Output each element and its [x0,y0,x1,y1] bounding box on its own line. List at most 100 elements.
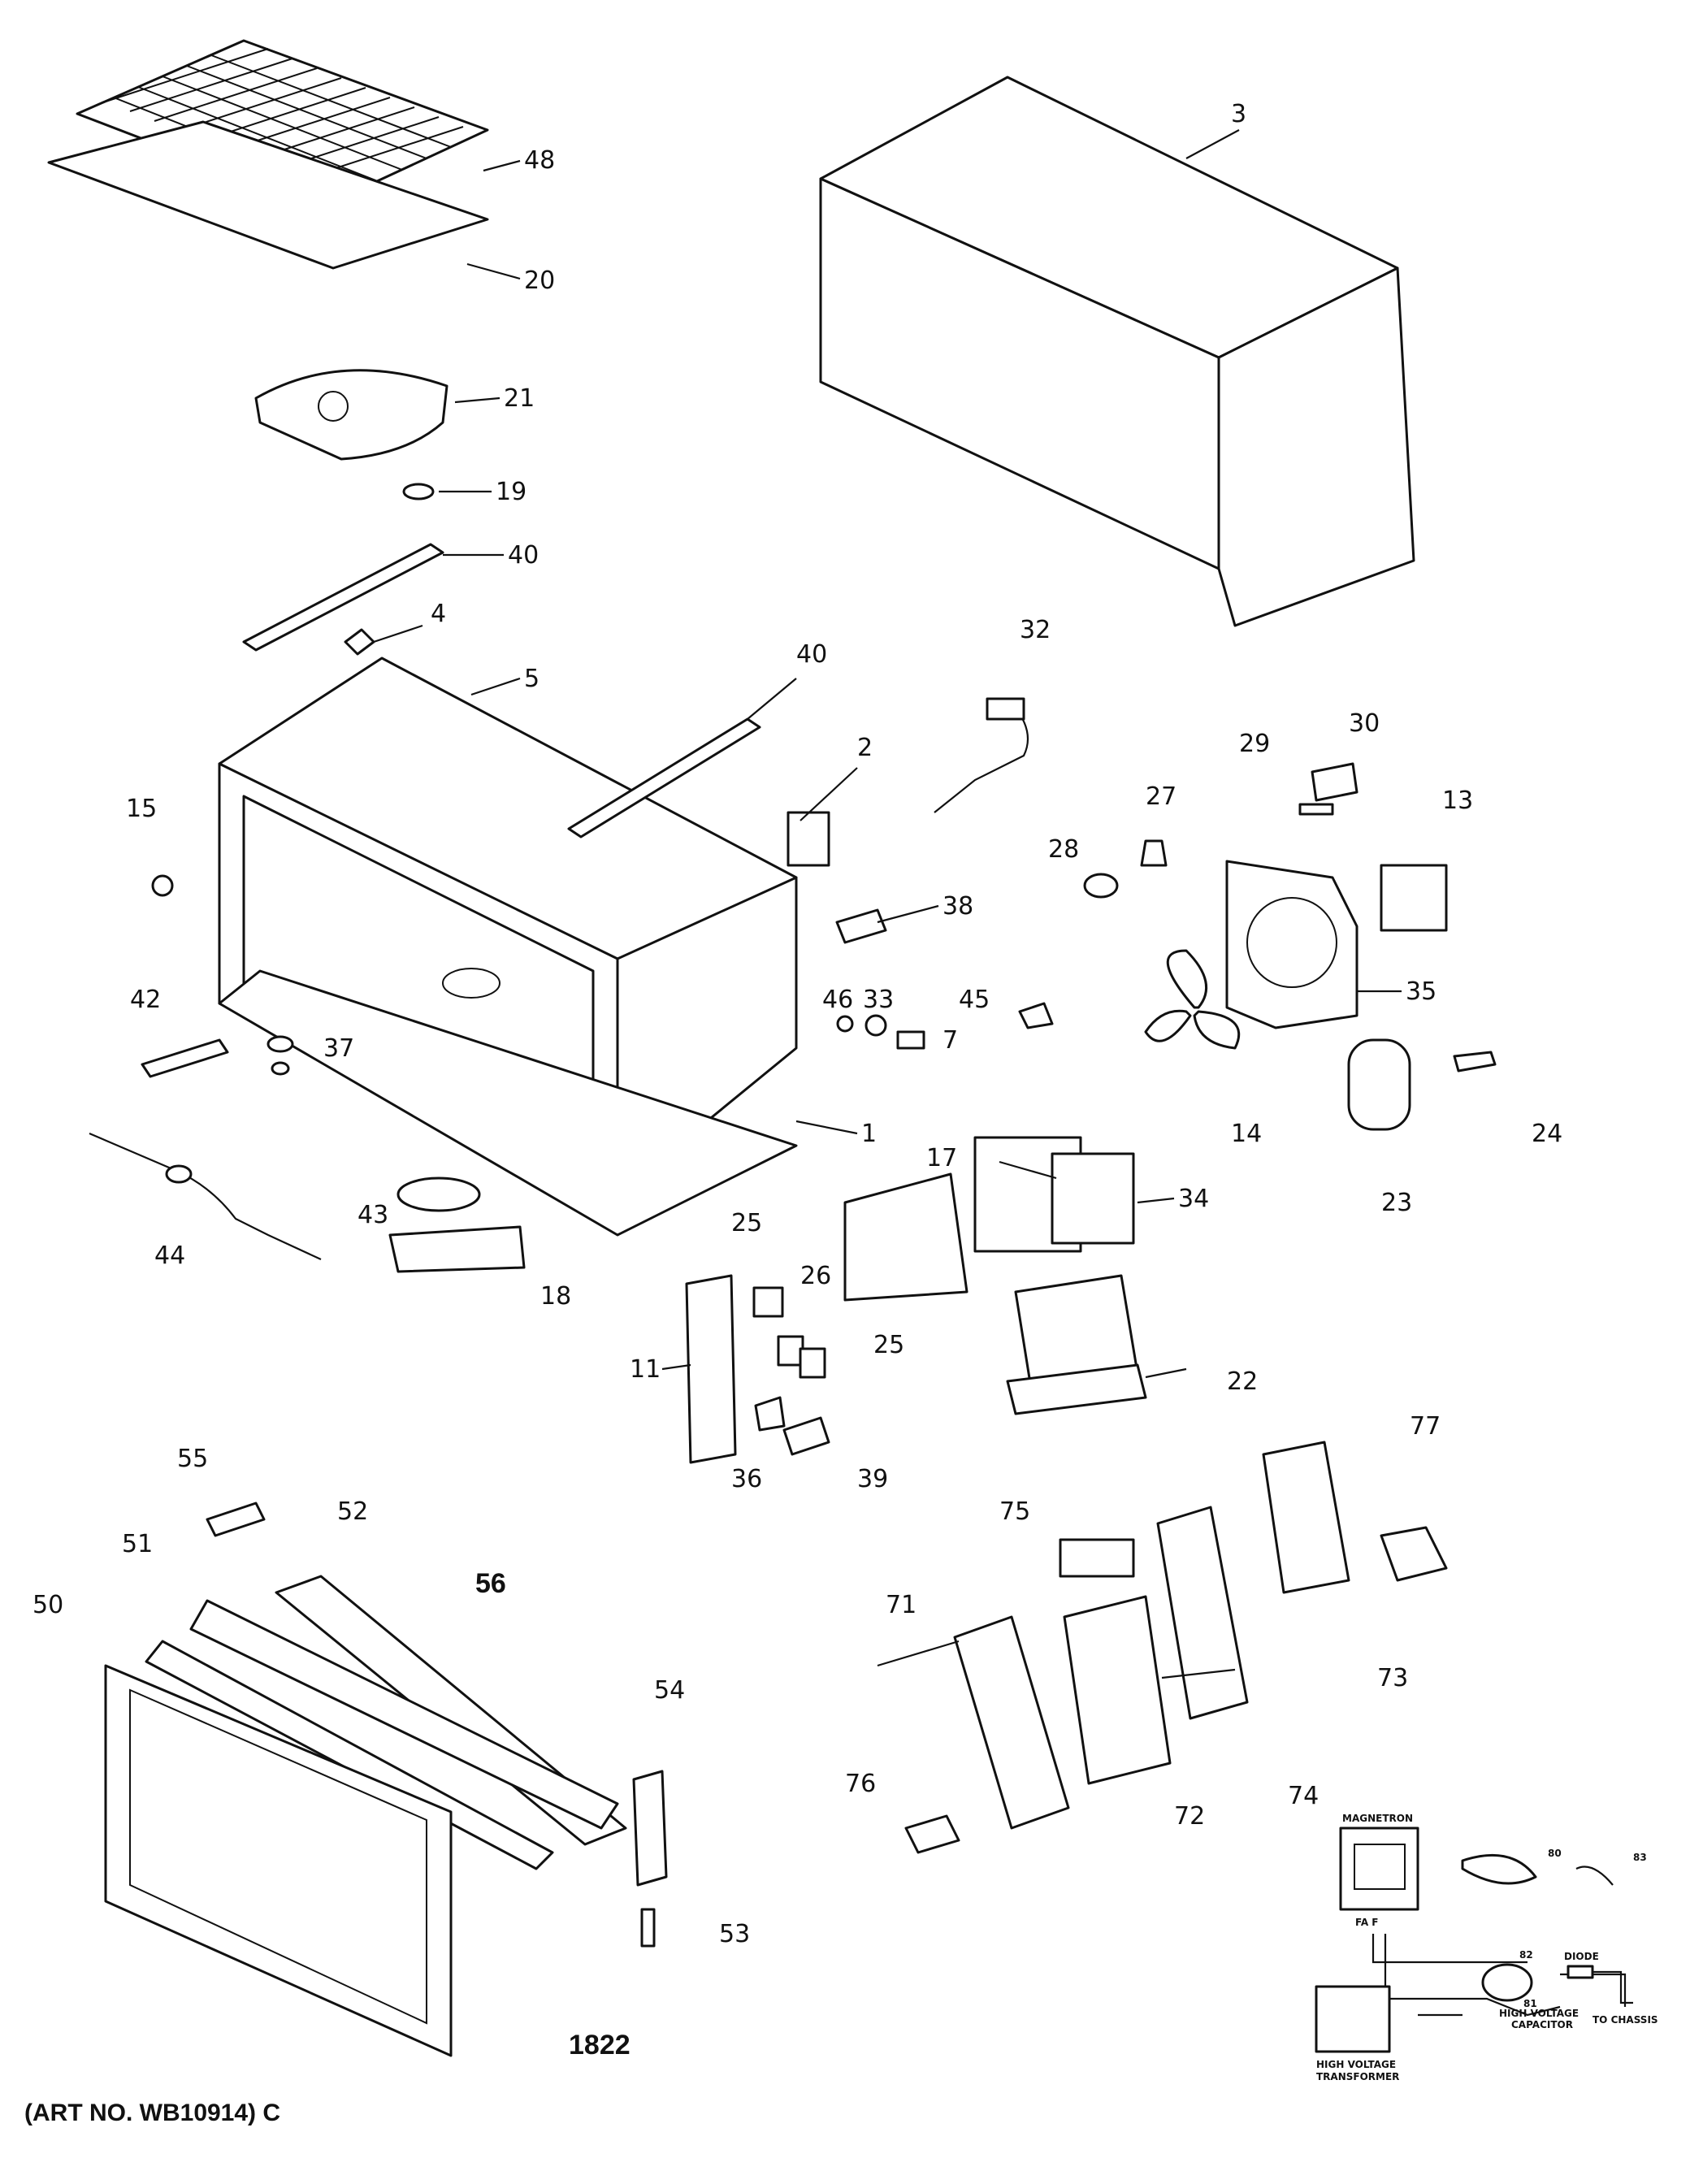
lamp-27 [1140,839,1168,867]
label-21: 21 [504,384,535,413]
schematic-magnetron: MAGNETRON [1342,1813,1413,1824]
control-panel-frame [953,1615,1070,1830]
label-44: 44 [154,1242,185,1270]
temperature-probe [89,1132,322,1260]
label-36: 36 [731,1465,762,1493]
door-latch-board [685,1274,737,1464]
capacitor-23 [1347,1038,1411,1131]
label-11: 11 [630,1355,661,1384]
schematic-diode: DIODE [1564,1951,1599,1962]
label-45: 45 [959,986,990,1014]
control-board-73 [1262,1441,1350,1594]
label-75: 75 [999,1497,1030,1526]
schematic-hv-trans-1: HIGH VOLTAGE [1316,2059,1396,2070]
fan-housing [1225,860,1358,1029]
label-51: 51 [122,1530,153,1558]
motor-bracket [388,1225,526,1273]
label-17: 17 [926,1144,957,1172]
label-28: 28 [1048,835,1079,864]
label-55: 55 [177,1445,208,1473]
power-plug [986,697,1025,721]
label-15: 15 [126,795,157,823]
wire-83 [1575,1866,1614,1886]
label-26: 26 [800,1262,831,1290]
label-33: 33 [863,986,894,1014]
label-56: 56 [475,1568,506,1599]
label-72: 72 [1174,1802,1205,1831]
hv-transformer [1006,1274,1147,1415]
switch-holder-38 [835,908,887,944]
schematic-fa-f: FA F [1355,1917,1378,1928]
label-39: 39 [857,1465,888,1493]
stirrer-hub [318,391,349,422]
schematic-to-chassis: TO CHASSIS [1592,2014,1658,2026]
label-29: 29 [1239,730,1270,758]
label-54: 54 [654,1676,685,1705]
cooking-tray [47,120,489,270]
label-74: 74 [1288,1782,1319,1810]
fuse-holder-30 [1311,762,1358,802]
label-5: 5 [524,665,540,693]
hinge-55 [206,1502,266,1537]
actuator-39 [782,1416,830,1456]
label-83: 83 [1633,1852,1647,1863]
label-38: 38 [942,892,973,921]
label-13: 13 [1442,786,1473,815]
bracket-36 [754,1396,786,1432]
label-40b: 40 [796,640,827,669]
label-2: 2 [857,734,873,762]
foot-37 [266,1035,294,1053]
upper-bracket-left [242,543,444,652]
label-35: 35 [1406,977,1436,1006]
nut-46 [836,1015,854,1033]
oven-cavity-chassis [218,656,798,1237]
door-button-76 [904,1814,960,1854]
label-1: 1 [861,1120,877,1148]
label-14: 14 [1231,1120,1262,1148]
thermal-cutout-24 [1453,1051,1497,1072]
washer-33 [864,1014,887,1037]
door-assembly [104,1575,627,2057]
air-duct-17 [843,1172,968,1302]
wire-harness-80 [1461,1853,1537,1885]
hv-transformer-box [1315,1985,1391,2053]
label-42: 42 [130,986,161,1014]
wiring-schematic [1315,1826,1633,2053]
label-32: 32 [1020,616,1051,644]
door-latch-54 [632,1770,668,1887]
stirrer-cover [254,369,448,461]
label-22: 22 [1227,1367,1258,1396]
schematic-hv-cap-1: HIGH VOLTAGE [1499,2008,1579,2019]
screw-37 [271,1061,290,1076]
label-3: 3 [1231,100,1246,128]
latch-45 [1018,1002,1054,1029]
switch-25b [799,1347,826,1379]
window-75 [1059,1538,1135,1578]
label-4: 4 [431,600,446,628]
label-37: 37 [323,1034,354,1063]
label-80: 80 [1548,1848,1562,1859]
schematic-hv-cap-2: CAPACITOR [1511,2019,1573,2030]
label-50: 50 [32,1591,63,1619]
lamp-socket-28 [1083,873,1119,899]
label-81: 81 [1523,1998,1537,2009]
magnetron-box [1339,1826,1419,1911]
label-23: 23 [1381,1189,1412,1217]
hv-capacitor-symbol [1481,1963,1533,2002]
label-52: 52 [337,1497,368,1526]
label-18: 18 [540,1282,571,1311]
label-40a: 40 [508,541,539,570]
schematic-hv-trans-2: TRANSFORMER [1316,2071,1399,2082]
switch-25a [752,1286,784,1318]
label-27: 27 [1146,782,1176,811]
label-1822: 1822 [569,2030,630,2060]
leader-lines [373,129,1402,1679]
label-48: 48 [524,146,555,175]
bracket-42 [141,1038,229,1078]
control-board-74 [1156,1506,1249,1720]
magnetron [973,1136,1135,1253]
fastener-4 [344,628,375,656]
label-82: 82 [1519,1949,1533,1961]
stirrer-motor [396,1176,481,1212]
